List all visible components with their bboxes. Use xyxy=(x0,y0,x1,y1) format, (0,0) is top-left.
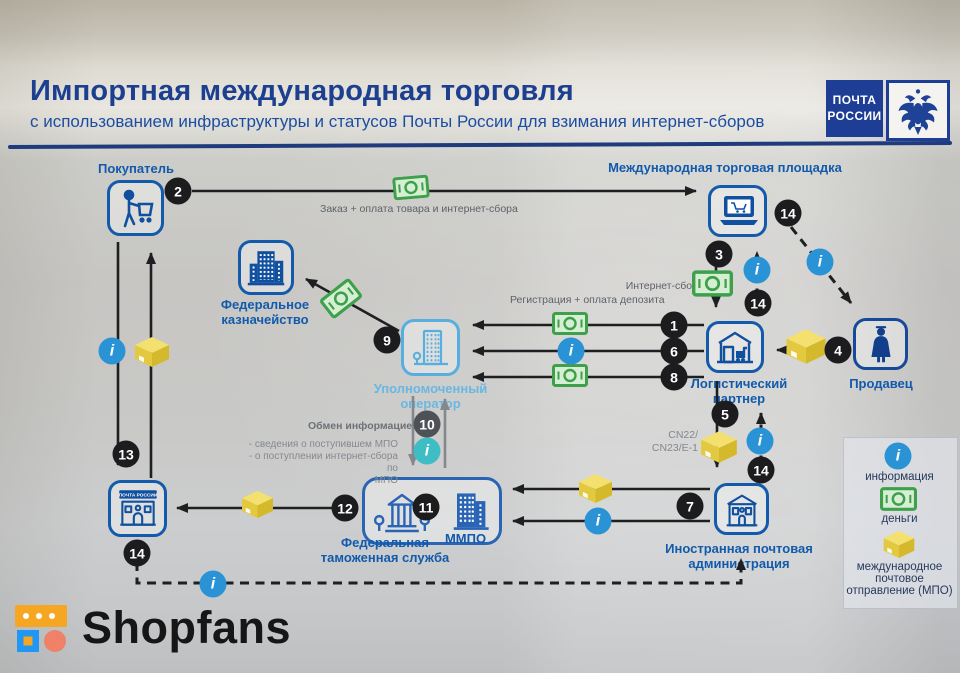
node-authorized-operator xyxy=(401,319,460,376)
legend-money-label: деньги xyxy=(881,513,918,525)
label-customs: Федеральная таможенная служба xyxy=(320,535,450,566)
info-icon: i xyxy=(98,337,126,365)
mmpo-building-icon xyxy=(453,493,489,530)
label-info-exchange-title: Обмен информацией xyxy=(308,420,419,432)
legend-money-icon xyxy=(880,487,917,511)
buyer-cart-icon xyxy=(123,189,154,228)
parcel-icon xyxy=(698,429,740,465)
parcel-icon xyxy=(576,472,615,505)
step-1-badge: 1 xyxy=(660,311,688,339)
step-13-badge: 13 xyxy=(112,440,140,468)
russian-post-logo: ПОЧТА РОССИИ xyxy=(826,80,950,141)
step-2-badge: 2 xyxy=(164,177,192,205)
step-14-badge: 14 xyxy=(123,539,151,567)
info-icon: i xyxy=(557,337,585,365)
page-subtitle: с использованием инфраструктуры и статус… xyxy=(30,112,765,131)
label-order-payment: Заказ + оплата товара и интернет-сбора xyxy=(320,203,518,215)
step-3-badge: 3 xyxy=(705,240,733,268)
info-icon: i xyxy=(199,570,227,598)
page-title: Импортная международная торговля xyxy=(30,75,574,107)
step-12-badge: 12 xyxy=(331,494,359,522)
russian-post-logo-text: ПОЧТА РОССИИ xyxy=(826,80,883,137)
step-14-badge: 14 xyxy=(744,289,772,317)
step-14-badge: 14 xyxy=(774,199,802,227)
post-office-icon: ПОЧТА РОССИИ xyxy=(118,489,157,526)
label-registration-deposit: Регистрация + оплата депозита xyxy=(510,294,665,306)
parcel-icon xyxy=(239,489,276,520)
warehouse-forklift-icon xyxy=(717,331,753,364)
node-russian-post-office: ПОЧТА РОССИИ xyxy=(108,480,167,537)
legend-parcel-label: международное почтовое отправление (МПО) xyxy=(846,561,953,597)
node-marketplace xyxy=(708,185,767,237)
russian-post-eagle-icon xyxy=(886,80,950,141)
money-icon xyxy=(692,270,733,297)
label-treasury: Федеральное казначейство xyxy=(220,297,310,328)
node-foreign-postal-administration xyxy=(714,483,769,535)
node-logistics-partner xyxy=(706,321,764,373)
step-10-badge: 10 xyxy=(413,410,441,438)
money-icon xyxy=(318,277,363,320)
money-icon xyxy=(552,364,588,387)
info-icon: i xyxy=(746,427,774,455)
seller-person-icon xyxy=(870,326,891,363)
legend-parcel-icon xyxy=(881,529,917,560)
legend-info-label: информация xyxy=(865,471,934,483)
step-8-badge: 8 xyxy=(660,363,688,391)
step-9-badge: 9 xyxy=(373,326,401,354)
parcel-icon xyxy=(132,335,172,369)
label-info-exchange-details: - сведения о поступившем МПО - о поступл… xyxy=(248,439,398,486)
node-treasury xyxy=(238,240,294,295)
step-4-badge: 4 xyxy=(824,336,852,364)
label-buyer: Покупатель xyxy=(98,161,174,176)
node-buyer xyxy=(107,180,164,236)
operator-building-icon xyxy=(412,329,448,365)
step-14-badge: 14 xyxy=(747,456,775,484)
post-office-sign: ПОЧТА РОССИИ xyxy=(118,492,157,498)
step-7-badge: 7 xyxy=(676,492,704,520)
treasury-building-icon xyxy=(247,251,285,286)
label-seller: Продавец xyxy=(849,376,913,391)
label-mmpo: ММПО xyxy=(444,531,487,546)
info-icon-teal: i xyxy=(413,437,441,465)
money-icon xyxy=(392,174,430,201)
shopfans-logo-icon xyxy=(15,605,71,655)
info-icon: i xyxy=(743,256,771,284)
foreign-post-building-icon xyxy=(726,494,757,527)
node-seller xyxy=(853,318,908,370)
info-icon: i xyxy=(806,248,834,276)
info-icon: i xyxy=(584,507,612,535)
step-11-badge: 11 xyxy=(412,493,440,521)
label-cn-documents: CN22/ CN23/Е-1 xyxy=(651,429,698,454)
step-6-badge: 6 xyxy=(660,337,688,365)
label-marketplace: Международная торговая площадка xyxy=(608,160,842,175)
money-icon xyxy=(552,312,588,335)
label-internet-fee: Интернет-сбор xyxy=(625,280,698,292)
step-5-badge: 5 xyxy=(711,400,739,428)
laptop-cart-icon xyxy=(719,196,758,225)
parcel-icon xyxy=(783,327,829,366)
shopfans-wordmark: Shopfans xyxy=(82,602,292,653)
legend-info-icon: i xyxy=(884,442,912,470)
